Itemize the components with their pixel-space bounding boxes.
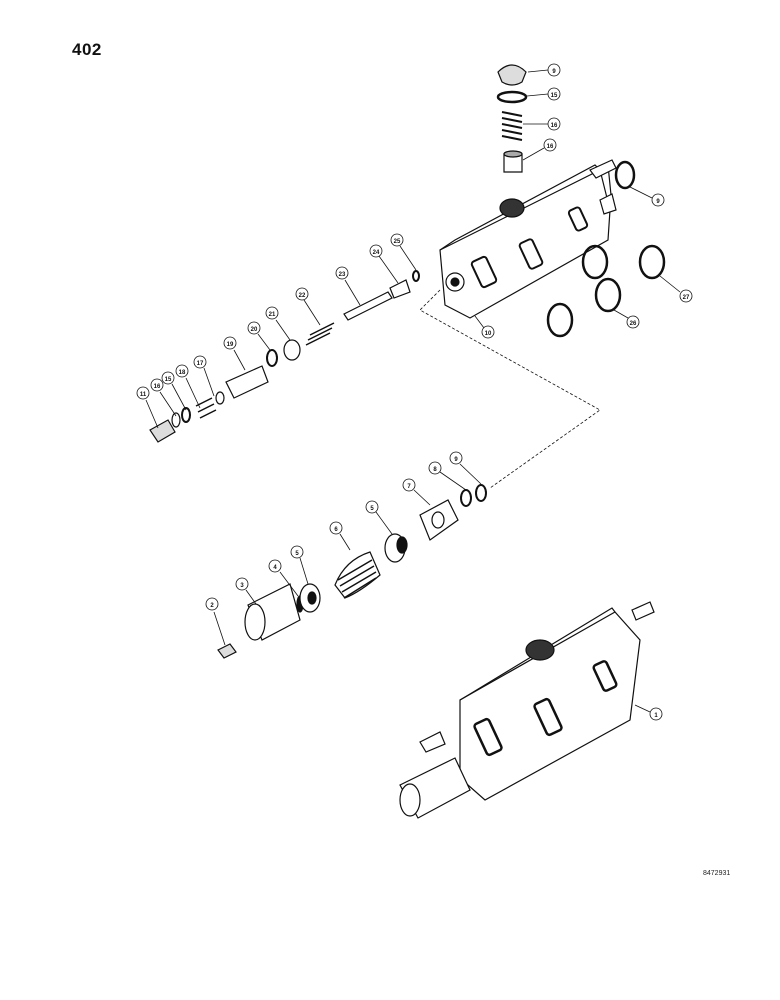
spool-end-parts — [217, 484, 487, 659]
callout-16a: 16 — [150, 378, 177, 417]
svg-text:19: 19 — [227, 342, 234, 348]
svg-text:9: 9 — [656, 199, 660, 205]
callout-12: 15 — [526, 87, 561, 101]
valve-section-body — [439, 159, 617, 319]
svg-text:2: 2 — [210, 603, 214, 609]
svg-text:1: 1 — [654, 713, 658, 719]
callout-10: 10 — [474, 315, 495, 339]
callout-27: 27 — [659, 275, 693, 303]
svg-text:16: 16 — [551, 123, 558, 129]
svg-text:4: 4 — [273, 565, 277, 571]
callout-11: 9 — [527, 63, 561, 77]
o-ring-27 — [638, 244, 666, 280]
svg-text:25: 25 — [394, 239, 401, 245]
callout-21: 21 — [265, 306, 291, 341]
callout-20: 20 — [247, 321, 271, 351]
plug-11 — [497, 64, 527, 86]
svg-text:10: 10 — [485, 331, 492, 337]
svg-text:8: 8 — [433, 467, 437, 473]
callout-14: 16 — [522, 138, 557, 161]
callout-19: 19 — [223, 336, 246, 371]
svg-text:11: 11 — [140, 392, 147, 398]
svg-text:9: 9 — [552, 69, 556, 75]
relief-valve-parts — [149, 270, 420, 443]
o-ring-26 — [594, 277, 622, 313]
svg-text:7: 7 — [407, 484, 411, 490]
svg-text:3: 3 — [240, 583, 244, 589]
svg-text:18: 18 — [179, 370, 186, 376]
callout-6: 6 — [329, 521, 351, 551]
callout-23: 23 — [335, 266, 361, 306]
svg-text:5: 5 — [370, 506, 374, 512]
callout-9-mid: 9 — [449, 451, 482, 485]
callout-16b: 17 — [193, 355, 215, 397]
svg-text:15: 15 — [165, 377, 172, 383]
callout-13: 16 — [523, 117, 561, 131]
o-ring-right-2 — [546, 302, 574, 338]
figure-code: 8472931 — [703, 870, 731, 877]
callout-8: 8 — [428, 461, 467, 491]
svg-text:27: 27 — [683, 295, 690, 301]
o-ring-9-top — [614, 160, 636, 190]
callout-22: 22 — [295, 287, 321, 326]
callout-18: 18 — [175, 364, 201, 409]
callout-26: 26 — [613, 309, 640, 329]
svg-text:24: 24 — [373, 250, 380, 256]
callout-25: 25 — [390, 233, 417, 271]
callout-5-lower: 5 — [290, 545, 309, 585]
callout-5-upper: 5 — [365, 500, 393, 535]
callout-17: 15 — [161, 371, 187, 411]
svg-text:5: 5 — [295, 551, 299, 557]
svg-text:15: 15 — [551, 93, 558, 99]
assembled-valve-1 — [399, 601, 655, 819]
svg-text:17: 17 — [197, 361, 204, 367]
callout-24: 24 — [369, 244, 399, 284]
page-number: 402 — [72, 40, 102, 59]
svg-text:16: 16 — [547, 144, 554, 150]
svg-text:6: 6 — [334, 527, 338, 533]
callout-1: 1 — [634, 704, 663, 721]
callout-7: 7 — [402, 478, 431, 506]
callout-4: 4 — [268, 559, 299, 597]
callout-2: 2 — [205, 597, 226, 646]
svg-text:20: 20 — [251, 327, 258, 333]
o-ring-right-1 — [581, 244, 609, 280]
leader-line — [419, 289, 601, 489]
svg-text:21: 21 — [269, 312, 276, 318]
callout-9-top: 9 — [629, 186, 665, 207]
svg-text:23: 23 — [339, 272, 346, 278]
callout-15: 11 — [136, 386, 159, 429]
o-ring-12 — [496, 90, 528, 104]
svg-text:16: 16 — [154, 384, 161, 390]
svg-text:26: 26 — [630, 321, 637, 327]
svg-text:22: 22 — [299, 293, 306, 299]
spring-13 — [501, 111, 523, 141]
poppet-14 — [503, 150, 523, 173]
svg-text:9: 9 — [454, 457, 458, 463]
callout-3: 3 — [235, 577, 257, 605]
